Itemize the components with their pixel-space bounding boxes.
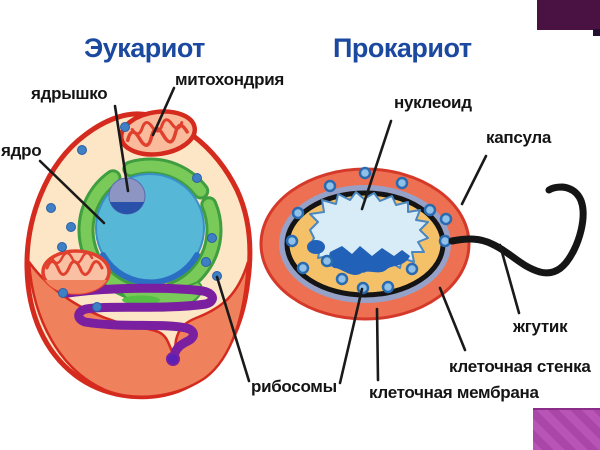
decor-rect-bottom-right: [533, 408, 600, 450]
pointer-ribosomy-left: [215, 275, 251, 383]
label-mitochondria: митохондрия: [175, 70, 285, 89]
decor-rect-top-right: [537, 0, 600, 30]
label-capsule: капсула: [486, 128, 552, 147]
euk-golgi-end-ball: [166, 352, 180, 366]
prok-nucleoid-dna: [328, 246, 410, 275]
label-flagellum: жгутик: [513, 317, 568, 336]
label-nucleoid: нуклеоид: [394, 93, 472, 112]
prok-nucleoid-dna-left: [307, 240, 325, 254]
eukaryote-cell: [24, 109, 253, 400]
prokaryote-cell: [259, 166, 587, 321]
pointer-lines: [38, 86, 521, 385]
pointer-nukleoid: [360, 119, 393, 211]
pointer-zhgutik: [498, 243, 521, 315]
pointer-yadryshko: [113, 104, 130, 193]
euk-green-oval: [122, 295, 160, 305]
euk-nucleus-bottom-rim: [100, 252, 200, 286]
label-ribosomes: рибосомы: [251, 377, 337, 396]
pointer-yadro: [38, 159, 106, 225]
euk-ribosome-dots: [46, 122, 222, 312]
prok-flagellum: [448, 183, 587, 277]
euk-golgi-squiggle: [63, 283, 217, 361]
euk-nucleolus-shadow: [110, 202, 144, 215]
pointer-kletochnaya-membrana: [375, 307, 380, 382]
decor-chip-top-right: [593, 29, 600, 36]
euk-mitochondrion-bottom: [41, 249, 111, 295]
label-nucleus: ядро: [1, 141, 42, 160]
pointer-ribosomy-right: [338, 287, 364, 385]
label-nucleolus: ядрышко: [31, 84, 108, 103]
pointer-kletochnaya-stenka: [438, 286, 467, 352]
pointer-mitohondriya: [151, 86, 176, 137]
label-cell-membrane: клеточная мембрана: [369, 383, 539, 402]
label-cell-wall: клеточная стенка: [449, 357, 591, 376]
eukaryote-title: Эукариот: [84, 33, 205, 63]
prok-ribosome-dots: [285, 166, 453, 295]
pointer-kapsula: [460, 154, 488, 206]
prokaryote-title: Прокариот: [333, 33, 472, 63]
